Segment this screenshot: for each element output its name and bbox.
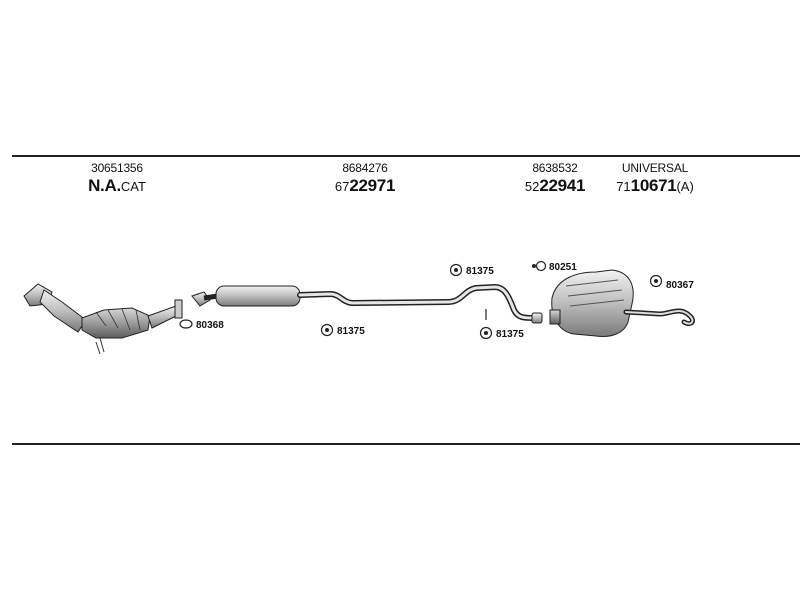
mount-lower: 81375 — [479, 326, 524, 340]
rear-silencer — [549, 269, 695, 337]
intermediate-pipe — [297, 283, 543, 324]
top-divider — [12, 155, 800, 157]
catalytic-converter — [23, 283, 183, 355]
oe-number: 8638532 — [532, 161, 578, 175]
oe-number: UNIVERSAL — [621, 161, 689, 175]
part-group-catalytic-converter: 30651356 N.A.CAT — [72, 162, 162, 195]
bottom-divider — [12, 443, 800, 445]
part-number: 7110671(A) — [616, 176, 694, 195]
label-80368: 80368 — [196, 320, 224, 331]
rubber-mount-icon — [320, 323, 334, 337]
gasket: 80368 — [179, 319, 224, 331]
part-number: 6722971 — [334, 176, 396, 195]
gasket-ring-icon — [179, 319, 193, 329]
mount-upper: 81375 — [449, 263, 494, 277]
part-group-middle-silencer: 8684276 6722971 — [310, 162, 420, 195]
rubber-mount-icon — [479, 326, 493, 340]
label-80367: 80367 — [666, 280, 694, 291]
part-number: 5222941 — [524, 176, 586, 195]
label-81375-upper: 81375 — [466, 266, 494, 277]
mount-rear: 80367 — [649, 274, 694, 291]
oe-number: 8684276 — [342, 161, 388, 175]
label-80251: 80251 — [549, 262, 577, 273]
part-group-rear-silencer: UNIVERSAL 7110671(A) — [600, 162, 710, 195]
part-number: N.A.CAT — [88, 176, 146, 195]
label-81375-lower: 81375 — [496, 329, 524, 340]
oe-number: 30651356 — [91, 161, 143, 175]
clamp: 80251 — [532, 260, 577, 273]
label-81375-middle: 81375 — [337, 326, 365, 337]
middle-silencer — [191, 285, 301, 307]
mount-middle: 81375 — [320, 323, 365, 337]
part-group-intermediate-pipe: 8638532 5222941 — [505, 162, 605, 195]
rubber-mount-icon — [449, 263, 463, 277]
clamp-icon — [532, 260, 547, 272]
rubber-mount-icon — [649, 274, 663, 288]
